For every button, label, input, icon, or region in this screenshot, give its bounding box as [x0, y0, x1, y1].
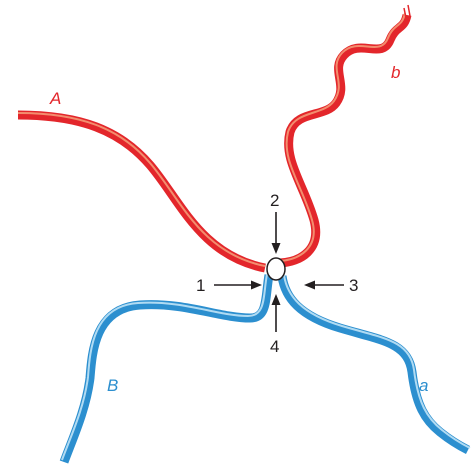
blue-strand-a: [282, 275, 470, 450]
arrow-2: [272, 212, 281, 254]
red-strand-b: [279, 5, 410, 263]
label-arrow-4: 4: [270, 337, 279, 356]
label-strand-a: a: [419, 376, 428, 395]
junction-ellipse: [267, 258, 285, 280]
blue-strand-B: [62, 274, 269, 462]
label-arrow-2: 2: [270, 191, 279, 210]
label-strand-b: b: [391, 63, 400, 82]
label-arrow-1: 1: [196, 276, 205, 295]
red-strand-A: [18, 113, 265, 268]
label-arrow-3: 3: [349, 276, 358, 295]
arrow-3: [304, 281, 344, 290]
label-strand-B: B: [107, 376, 118, 395]
arrow-4: [272, 294, 281, 332]
label-strand-A: A: [49, 89, 61, 108]
arrow-1: [214, 281, 262, 290]
